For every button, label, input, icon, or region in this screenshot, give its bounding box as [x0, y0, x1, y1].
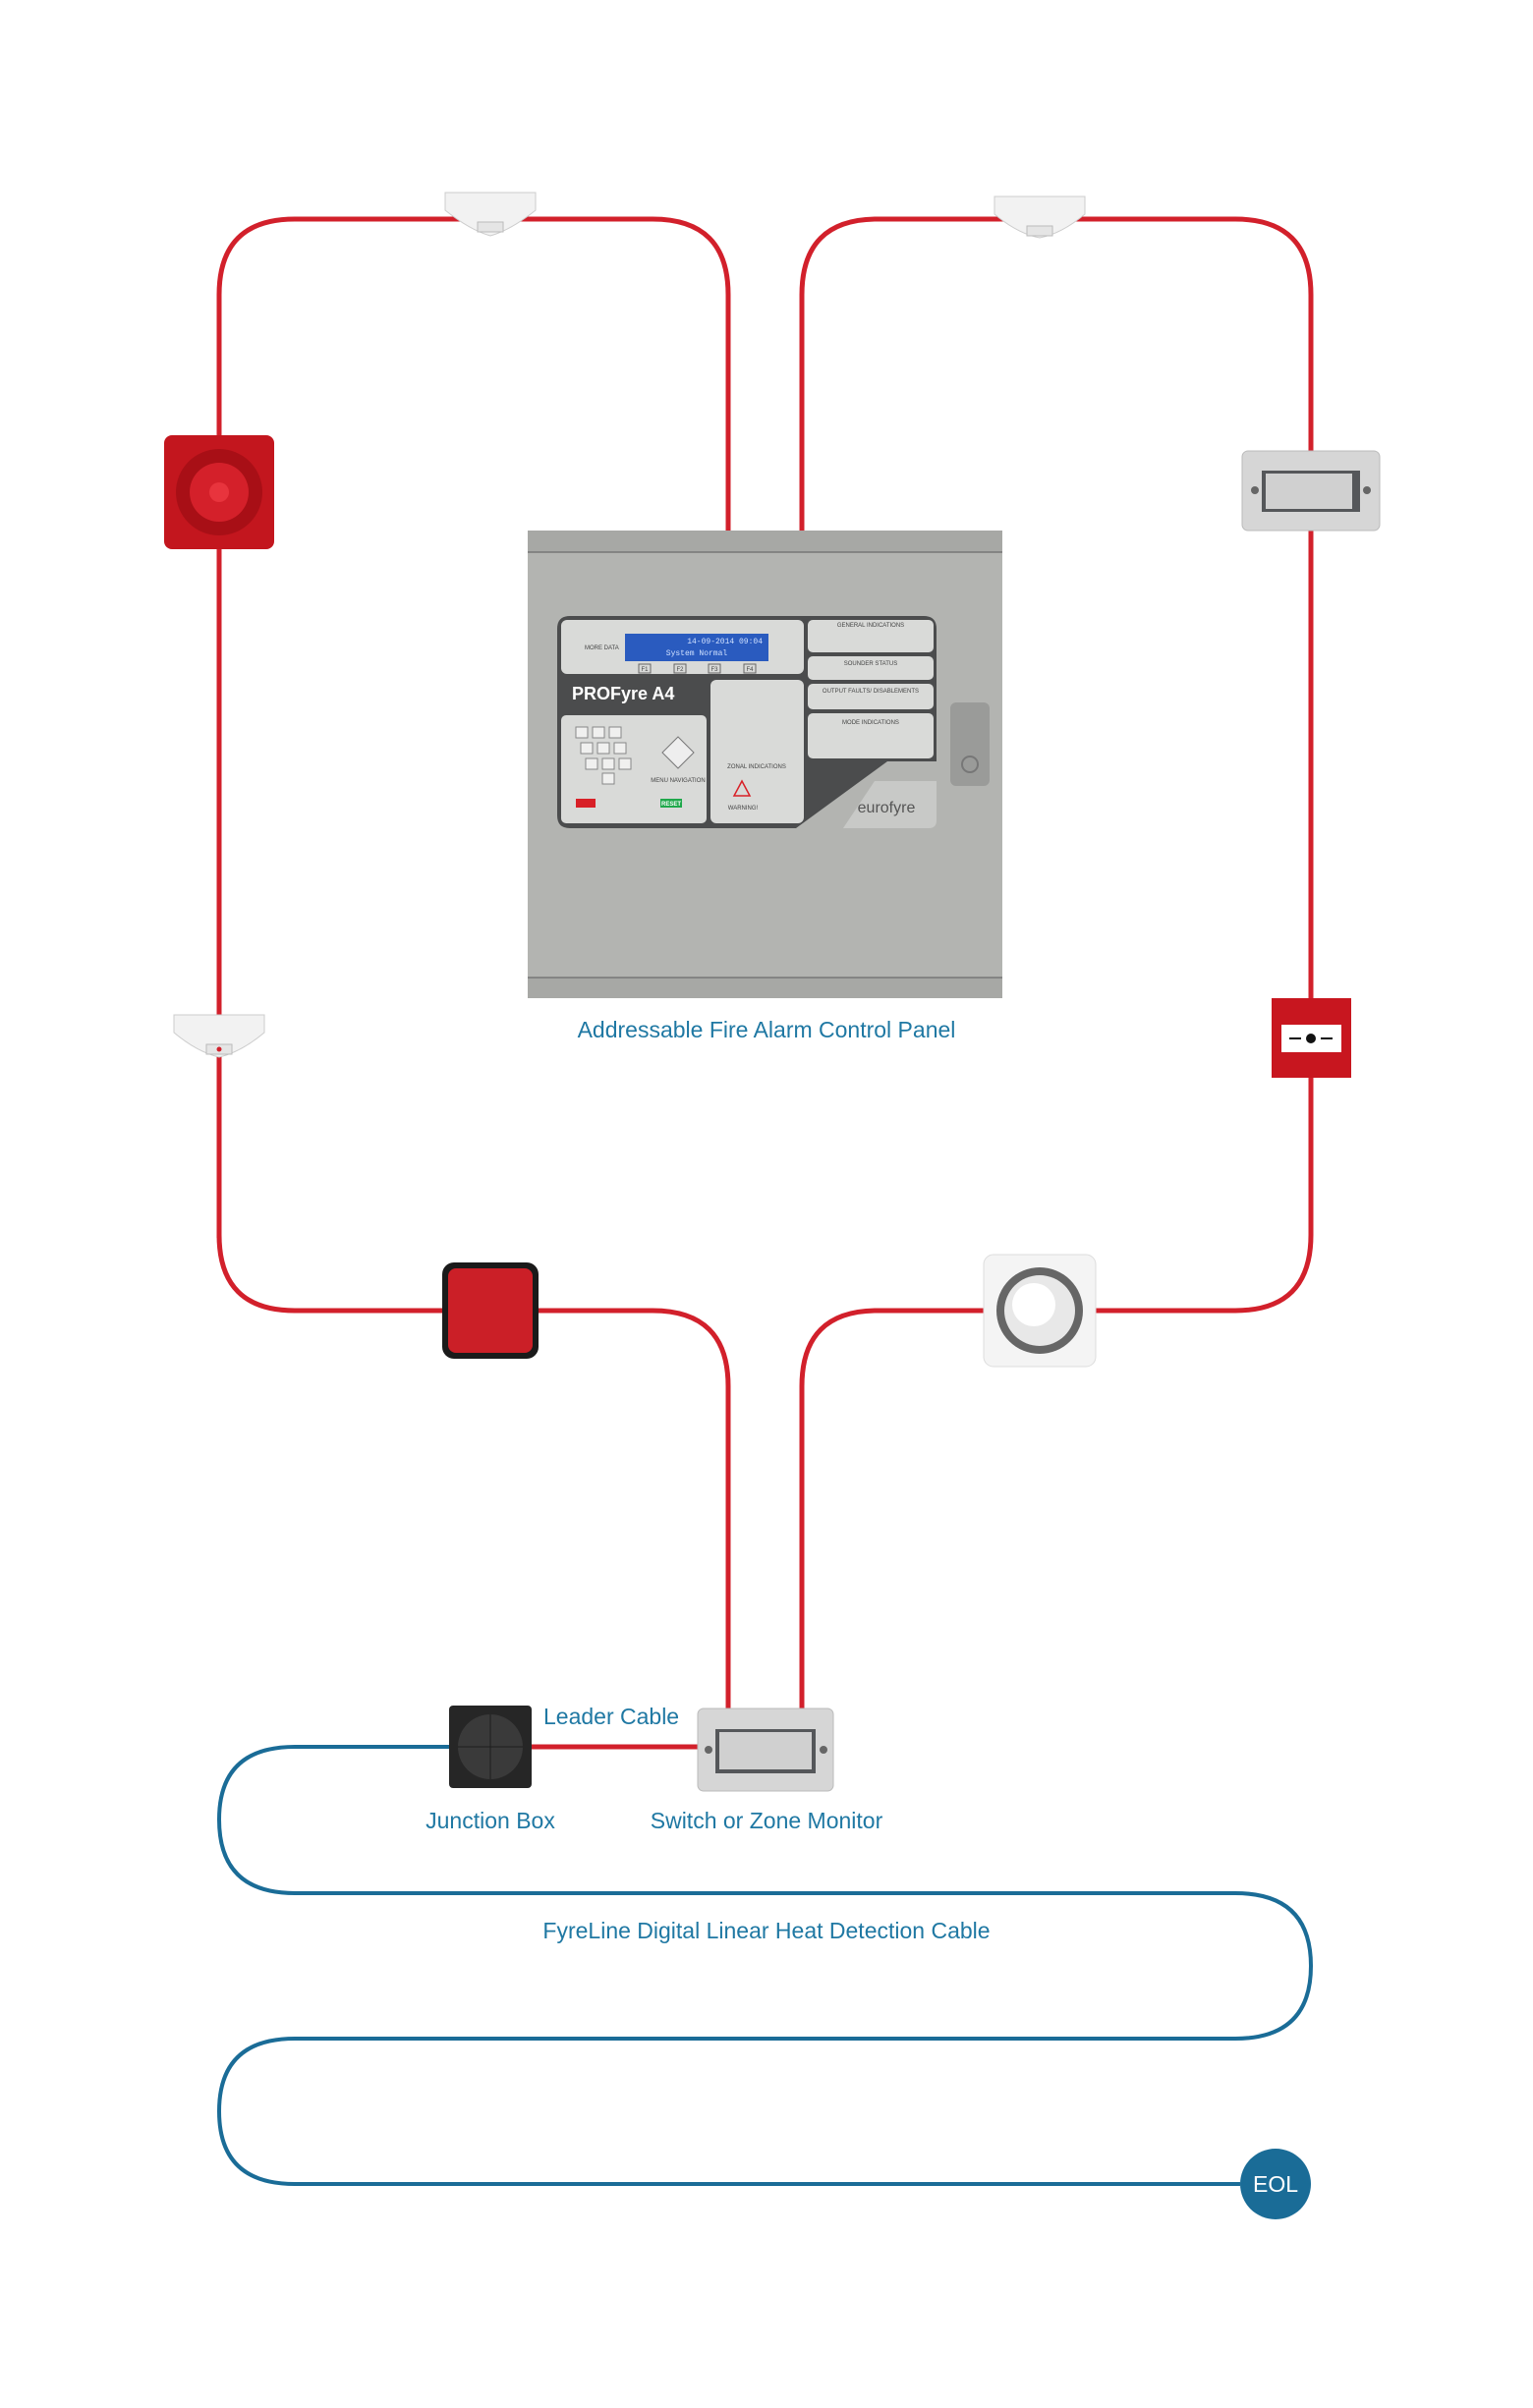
panel-maker-logo: eurofyre	[858, 800, 916, 816]
f3-key[interactable]	[708, 663, 721, 674]
loop-cable-top-right	[799, 216, 1314, 1706]
smoke-detector-top-right[interactable]	[994, 196, 1086, 239]
mode-indications-label: MODE INDICATIONS	[842, 720, 899, 726]
menu-navigation-pad[interactable]	[661, 736, 695, 769]
junction-box-label: Junction Box	[426, 1808, 555, 1833]
eol-terminator[interactable]: EOL	[1240, 2149, 1311, 2219]
f1-label: F1	[641, 667, 649, 673]
reset-button-label: RESET	[661, 802, 681, 808]
lcd-display	[625, 634, 768, 661]
smoke-detector-top-left[interactable]	[444, 192, 537, 237]
control-panel[interactable]: 14-09-2014 09:04 System Normal MORE DATA…	[528, 531, 1002, 998]
zone-monitor[interactable]	[697, 1706, 834, 1792]
f4-key[interactable]	[743, 663, 757, 674]
general-indications-label: GENERAL INDICATIONS	[837, 623, 904, 629]
display-status: System Normal	[666, 649, 728, 658]
display-datetime: 14-09-2014 09:04	[687, 638, 763, 646]
more-data-label: MORE DATA	[585, 645, 619, 651]
function-keys[interactable]: F1 F2 F3 F4	[638, 663, 757, 674]
wall-sounder[interactable]	[164, 435, 274, 549]
zone-monitor-label: Switch or Zone Monitor	[651, 1808, 883, 1833]
junction-box[interactable]	[449, 1706, 532, 1788]
output-faults-label: OUTPUT FAULTS/ DISABLEMENTS	[823, 689, 919, 695]
zonal-indications-label: ZONAL INDICATIONS	[727, 764, 786, 770]
smoke-detector-left[interactable]	[173, 1014, 265, 1058]
menu-navigation-label: MENU NAVIGATION	[651, 778, 705, 784]
leader-cable-label: Leader Cable	[543, 1704, 679, 1729]
f1-key[interactable]	[638, 663, 652, 674]
sounder-status-label: SOUNDER STATUS	[844, 661, 897, 667]
f2-key[interactable]	[673, 663, 687, 674]
heat-cable-label: FyreLine Digital Linear Heat Detection C…	[542, 1918, 990, 1943]
heat-detection-cable	[216, 1745, 1314, 2186]
reset-button[interactable]	[660, 799, 682, 808]
zone-module[interactable]	[1241, 450, 1381, 532]
base-sounder[interactable]	[442, 1262, 539, 1359]
eol-label: EOL	[1253, 2171, 1298, 2197]
manual-call-point[interactable]	[1272, 998, 1351, 1078]
f3-label: F3	[710, 667, 718, 673]
panel-brand: PROFyre A4	[572, 684, 674, 703]
f2-label: F2	[676, 667, 684, 673]
f4-label: F4	[746, 667, 754, 673]
panel-label: Addressable Fire Alarm Control Panel	[578, 1017, 956, 1042]
panel-lock[interactable]	[950, 702, 990, 786]
warning-label: WARNING!	[728, 806, 759, 812]
beacon-sounder[interactable]	[983, 1254, 1097, 1368]
loop-cable-bottom-left	[216, 1179, 731, 1706]
